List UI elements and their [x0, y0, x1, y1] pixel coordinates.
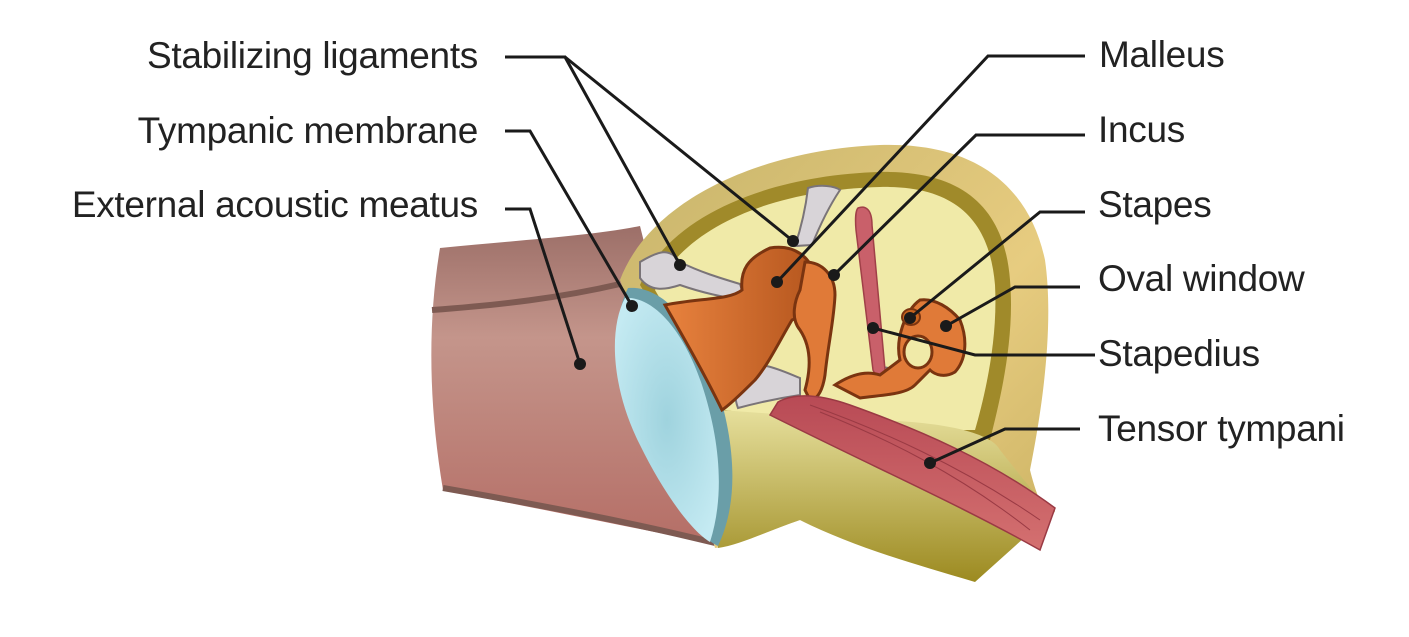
label-external-acoustic-meatus: External acoustic meatus: [71, 184, 478, 225]
leader-tensor-tympani: [929, 427, 1080, 465]
leader-stabilizing-ligaments-b: [564, 55, 794, 243]
leader-oval-window: [945, 285, 1080, 328]
leader-lines: [505, 54, 1095, 465]
leader-tympanic-membrane: [505, 129, 634, 307]
label-tympanic-membrane: Tympanic membrane: [137, 110, 479, 151]
leader-external-acoustic-meatus: [505, 207, 582, 365]
label-stapes: Stapes: [1098, 184, 1212, 225]
label-malleus: Malleus: [1099, 34, 1225, 75]
leader-incus: [832, 133, 1085, 277]
label-oval-window: Oval window: [1098, 258, 1305, 299]
tensor-tympani-shape: [768, 395, 1056, 552]
label-incus: Incus: [1098, 109, 1185, 150]
label-tensor-tympani: Tensor tympani: [1098, 408, 1345, 449]
leader-dots: [574, 235, 952, 469]
leader-stapes: [909, 210, 1085, 320]
leader-malleus: [775, 54, 1085, 284]
label-stabilizing-ligaments: Stabilizing ligaments: [147, 35, 478, 76]
leader-stapedius: [872, 326, 1095, 357]
label-stapedius: Stapedius: [1098, 333, 1260, 374]
